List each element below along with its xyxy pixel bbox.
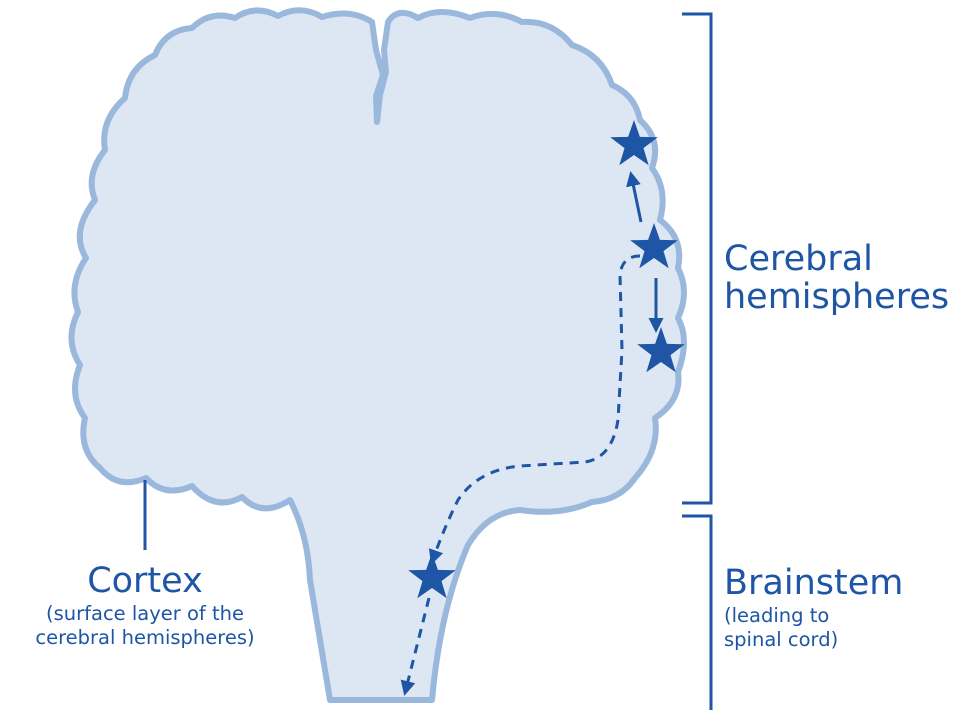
cortex-sub-line2: cerebral hemispheres) bbox=[0, 626, 290, 650]
cerebral-label: Cerebral hemispheres bbox=[724, 240, 949, 316]
cerebral-label-line2: hemispheres bbox=[724, 278, 949, 316]
brainstem-sub-line2: spinal cord) bbox=[724, 628, 903, 652]
cortex-label: Cortex (surface layer of the cerebral he… bbox=[0, 562, 290, 650]
cortex-title: Cortex bbox=[0, 562, 290, 600]
brainstem-title: Brainstem bbox=[724, 564, 903, 602]
cortex-sub-line1: (surface layer of the bbox=[0, 602, 290, 626]
brainstem-bracket bbox=[682, 516, 711, 710]
brainstem-sub-line1: (leading to bbox=[724, 604, 903, 628]
cerebral-label-line1: Cerebral bbox=[724, 240, 949, 278]
brainstem-label: Brainstem (leading to spinal cord) bbox=[724, 564, 903, 652]
cerebral-bracket bbox=[682, 14, 711, 503]
